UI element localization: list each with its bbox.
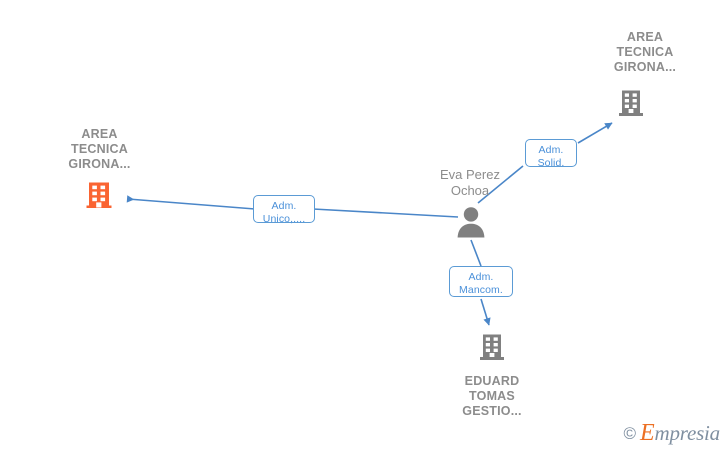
- edge-label-adm-unico[interactable]: Adm. Unico,....: [253, 195, 315, 225]
- node-label-eva-perez-ochoa: Eva Perez Ochoa: [440, 167, 500, 198]
- building-icon[interactable]: [84, 180, 114, 215]
- empresia-watermark: © Empresia: [623, 420, 721, 446]
- edge-line-adm-mancom-upper: [470, 239, 482, 267]
- brand-name: Empresia: [640, 420, 721, 446]
- copyright-icon: ©: [623, 424, 637, 443]
- building-icon[interactable]: [477, 332, 507, 367]
- node-label-eduard-tomas-gestio: EDUARD TOMAS GESTIO...: [462, 374, 522, 418]
- edge-line-adm-mancom-lower: [480, 298, 491, 326]
- edge-label-adm-solid[interactable]: Adm. Solid.: [525, 139, 577, 169]
- brand-initial: E: [640, 420, 655, 446]
- edge-line-adm-solid-upper: [577, 122, 613, 144]
- node-label-area-tecnica-girona-left: AREA TECNICA GIRONA...: [68, 127, 131, 171]
- building-icon[interactable]: [616, 88, 646, 123]
- edge-line-adm-solid-lower: [477, 165, 524, 204]
- edge-line-adm-unico-right: [312, 208, 459, 218]
- edge-label-adm-mancom[interactable]: Adm. Mancom.: [449, 266, 513, 297]
- edge-line-adm-unico-left: [126, 195, 256, 210]
- person-icon[interactable]: [456, 206, 486, 243]
- brand-rest: mpresia: [654, 421, 721, 445]
- node-label-area-tecnica-girona-top: AREA TECNICA GIRONA...: [613, 30, 677, 74]
